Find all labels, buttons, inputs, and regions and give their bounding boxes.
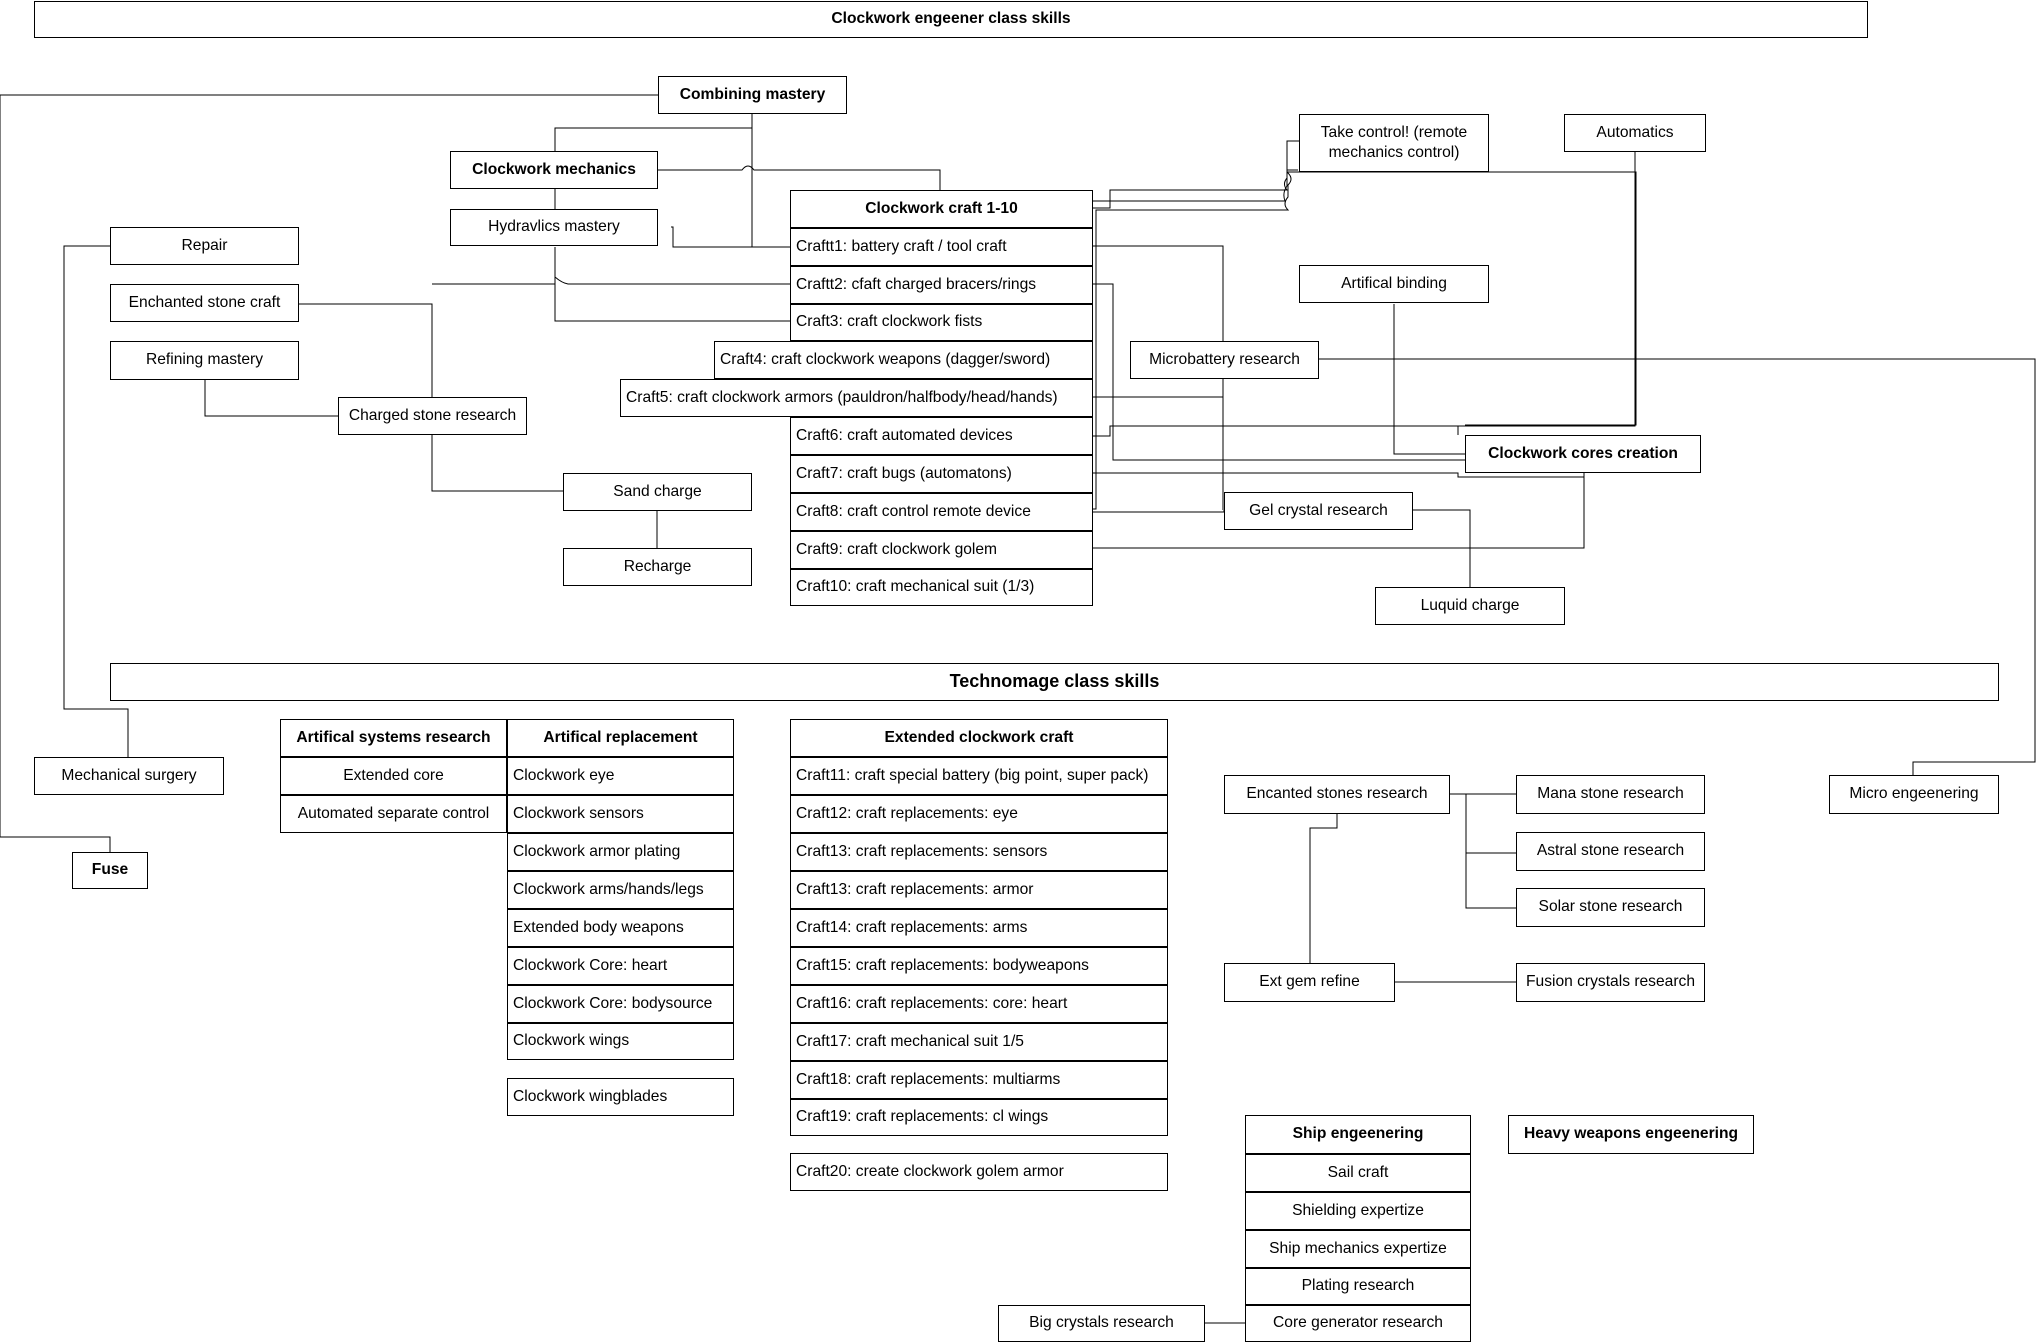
charged-stone-research-node[interactable]: Charged stone research bbox=[338, 397, 527, 435]
clockwork-cores-creation-node[interactable]: Clockwork cores creation bbox=[1465, 435, 1701, 473]
extended-craft-item[interactable]: Craft13: craft replacements: sensors bbox=[790, 833, 1168, 871]
gel-crystal-research-node[interactable]: Gel crystal research bbox=[1224, 492, 1413, 530]
extended-craft-item[interactable]: Craft14: craft replacements: arms bbox=[790, 909, 1168, 947]
big-crystals-research-node[interactable]: Big crystals research bbox=[998, 1305, 1205, 1342]
craft-item[interactable]: Craft4: craft clockwork weapons (dagger/… bbox=[714, 341, 1093, 379]
astral-stone-research-node[interactable]: Astral stone research bbox=[1516, 832, 1705, 871]
artifical-systems-item[interactable]: Automated separate control bbox=[280, 795, 507, 833]
encanted-stones-research-node[interactable]: Encanted stones research bbox=[1224, 775, 1450, 814]
craft-item[interactable]: Craft10: craft mechanical suit (1/3) bbox=[790, 569, 1093, 606]
luquid-charge-node[interactable]: Luquid charge bbox=[1375, 587, 1565, 625]
repair-node[interactable]: Repair bbox=[110, 227, 299, 265]
craft-item[interactable]: Craft7: craft bugs (automatons) bbox=[790, 455, 1093, 493]
extended-craft-item[interactable]: Craft12: craft replacements: eye bbox=[790, 795, 1168, 833]
replacement-item[interactable]: Clockwork wings bbox=[507, 1023, 734, 1060]
craft-item[interactable]: Craft6: craft automated devices bbox=[790, 417, 1093, 455]
clockwork-mechanics-node[interactable]: Clockwork mechanics bbox=[450, 151, 658, 189]
extended-craft-item[interactable]: Craft11: craft special battery (big poin… bbox=[790, 757, 1168, 795]
micro-engeenering-node[interactable]: Micro engeenering bbox=[1829, 775, 1999, 814]
technomage-title: Technomage class skills bbox=[110, 663, 1999, 701]
replacement-item[interactable]: Clockwork eye bbox=[507, 757, 734, 795]
extended-craft-header[interactable]: Extended clockwork craft bbox=[790, 719, 1168, 757]
replacement-item[interactable]: Clockwork arms/hands/legs bbox=[507, 871, 734, 909]
replacement-item[interactable]: Extended body weapons bbox=[507, 909, 734, 947]
artifical-binding-node[interactable]: Artifical binding bbox=[1299, 265, 1489, 303]
extended-craft-extra-item[interactable]: Craft20: create clockwork golem armor bbox=[790, 1153, 1168, 1191]
ship-engeenering-header[interactable]: Ship engeenering bbox=[1245, 1115, 1471, 1154]
craft-item[interactable]: Craftt2: cfaft charged bracers/rings bbox=[790, 266, 1093, 304]
craft-item[interactable]: Craftt1: battery craft / tool craft bbox=[790, 228, 1093, 266]
replacement-item[interactable]: Clockwork Core: bodysource bbox=[507, 985, 734, 1023]
fusion-crystals-research-node[interactable]: Fusion crystals research bbox=[1516, 963, 1705, 1002]
heavy-weapons-engeenering-node[interactable]: Heavy weapons engeenering bbox=[1508, 1115, 1754, 1154]
ship-item[interactable]: Shielding expertize bbox=[1245, 1192, 1471, 1230]
ext-gem-refine-node[interactable]: Ext gem refine bbox=[1224, 963, 1395, 1002]
craft-item[interactable]: Craft8: craft control remote device bbox=[790, 493, 1093, 531]
replacement-item[interactable]: Clockwork armor plating bbox=[507, 833, 734, 871]
extended-craft-item[interactable]: Craft15: craft replacements: bodyweapons bbox=[790, 947, 1168, 985]
ship-item[interactable]: Ship mechanics expertize bbox=[1245, 1230, 1471, 1268]
hydravlics-mastery-node[interactable]: Hydravlics mastery bbox=[450, 209, 658, 246]
enchanted-stone-craft-node[interactable]: Enchanted stone craft bbox=[110, 284, 299, 322]
artifical-systems-header[interactable]: Artifical systems research bbox=[280, 719, 507, 757]
replacement-item[interactable]: Clockwork Core: heart bbox=[507, 947, 734, 985]
craft-item[interactable]: Craft3: craft clockwork fists bbox=[790, 304, 1093, 341]
artifical-replacement-header[interactable]: Artifical replacement bbox=[507, 719, 734, 757]
extended-craft-item[interactable]: Craft16: craft replacements: core: heart bbox=[790, 985, 1168, 1023]
take-control-node[interactable]: Take control! (remote mechanics control) bbox=[1299, 114, 1489, 172]
extended-craft-item[interactable]: Craft13: craft replacements: armor bbox=[790, 871, 1168, 909]
ship-item[interactable]: Sail craft bbox=[1245, 1154, 1471, 1192]
craft-item[interactable]: Craft9: craft clockwork golem bbox=[790, 531, 1093, 569]
extended-craft-item[interactable]: Craft18: craft replacements: multiarms bbox=[790, 1061, 1168, 1099]
extended-craft-item[interactable]: Craft19: craft replacements: cl wings bbox=[790, 1099, 1168, 1136]
mechanical-surgery-node[interactable]: Mechanical surgery bbox=[34, 757, 224, 795]
solar-stone-research-node[interactable]: Solar stone research bbox=[1516, 888, 1705, 927]
replacement-extra-item[interactable]: Clockwork wingblades bbox=[507, 1078, 734, 1116]
combining-mastery-node[interactable]: Combining mastery bbox=[658, 76, 847, 114]
fuse-node[interactable]: Fuse bbox=[72, 852, 148, 889]
ship-item[interactable]: Plating research bbox=[1245, 1268, 1471, 1305]
sand-charge-node[interactable]: Sand charge bbox=[563, 473, 752, 511]
microbattery-research-node[interactable]: Microbattery research bbox=[1130, 341, 1319, 379]
extended-craft-item[interactable]: Craft17: craft mechanical suit 1/5 bbox=[790, 1023, 1168, 1061]
artifical-systems-item[interactable]: Extended core bbox=[280, 757, 507, 795]
replacement-item[interactable]: Clockwork sensors bbox=[507, 795, 734, 833]
recharge-node[interactable]: Recharge bbox=[563, 548, 752, 586]
craft-item[interactable]: Craft5: craft clockwork armors (pauldron… bbox=[620, 379, 1093, 417]
mana-stone-research-node[interactable]: Mana stone research bbox=[1516, 775, 1705, 814]
automatics-node[interactable]: Automatics bbox=[1564, 114, 1706, 152]
refining-mastery-node[interactable]: Refining mastery bbox=[110, 341, 299, 380]
ship-item[interactable]: Core generator research bbox=[1245, 1305, 1471, 1342]
main-title: Clockwork engeener class skills bbox=[34, 1, 1868, 38]
clockwork-craft-header[interactable]: Clockwork craft 1-10 bbox=[790, 190, 1093, 228]
